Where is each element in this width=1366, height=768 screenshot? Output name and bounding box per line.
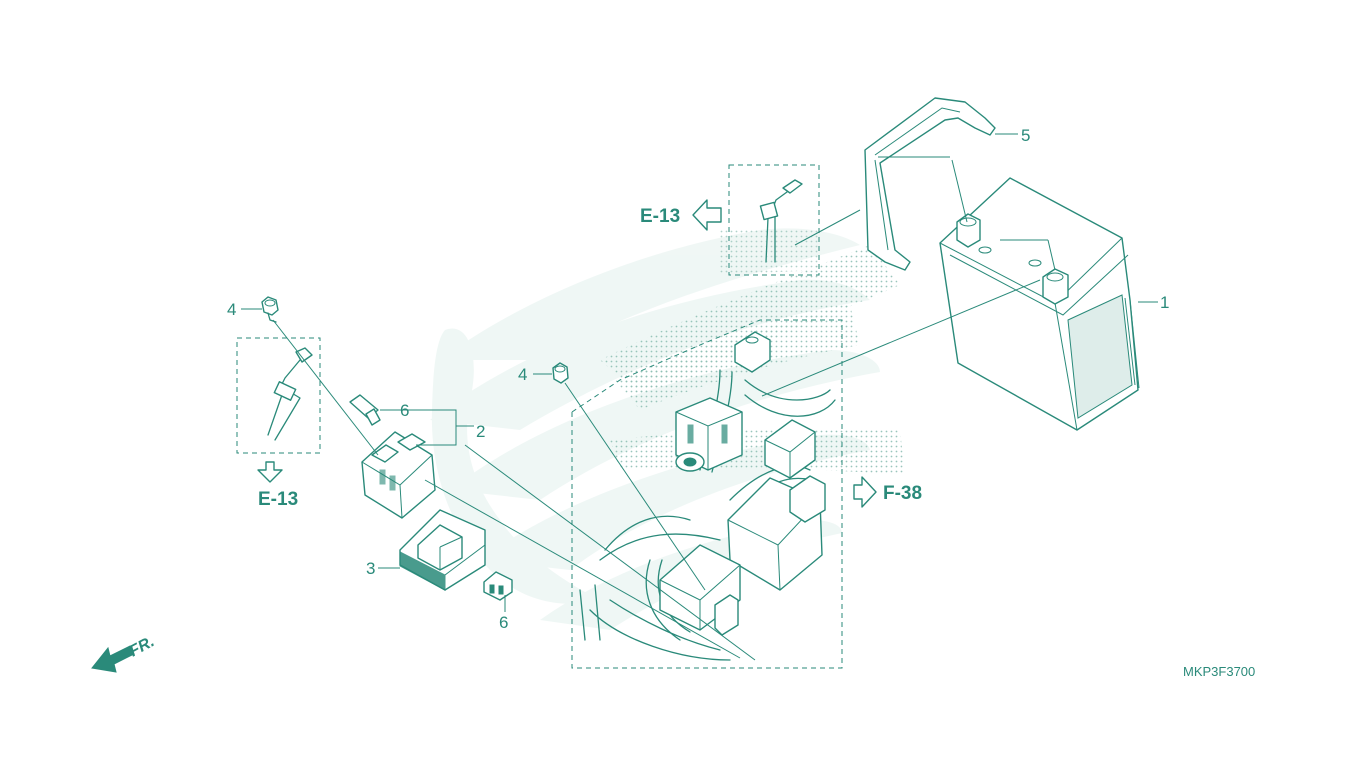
ground-cable-top[interactable] [759,179,803,263]
ref-e13-top[interactable]: E-13 [640,206,680,227]
front-direction-label: FR. [127,633,158,660]
starter-relay[interactable] [361,431,436,519]
arrow-f38[interactable] [853,476,877,508]
ground-cable-left[interactable] [267,347,313,441]
drawing-code: MKP3F3700 [1183,664,1255,679]
callout-6-lower[interactable]: 6 [499,613,508,632]
battery-band[interactable] [864,97,996,271]
callout-4-left[interactable]: 4 [227,300,236,319]
bolt-left[interactable] [261,296,279,323]
front-direction-arrow [91,645,135,673]
callout-6-upper[interactable]: 6 [400,401,409,420]
callout-1[interactable]: 1 [1160,293,1169,312]
ref-f38[interactable]: F-38 [883,483,922,504]
fuse-upper[interactable] [349,394,381,426]
ref-e13-left[interactable]: E-13 [258,489,298,510]
callout-2[interactable]: 2 [476,422,485,441]
callout-5[interactable]: 5 [1021,126,1030,145]
arrow-e13-top[interactable] [692,199,722,231]
harness-group-box [571,319,843,669]
fuse-box[interactable] [399,509,486,591]
fuse-lower[interactable] [483,571,513,601]
callout-3[interactable]: 3 [366,559,375,578]
battery[interactable] [939,177,1140,431]
top-wire-group-box [728,164,820,276]
arrow-e13-left[interactable] [257,461,283,483]
leader-lines [241,133,1158,661]
bolt-center[interactable] [552,362,569,384]
callout-4-center[interactable]: 4 [518,365,527,384]
wire-harness[interactable] [579,331,836,661]
